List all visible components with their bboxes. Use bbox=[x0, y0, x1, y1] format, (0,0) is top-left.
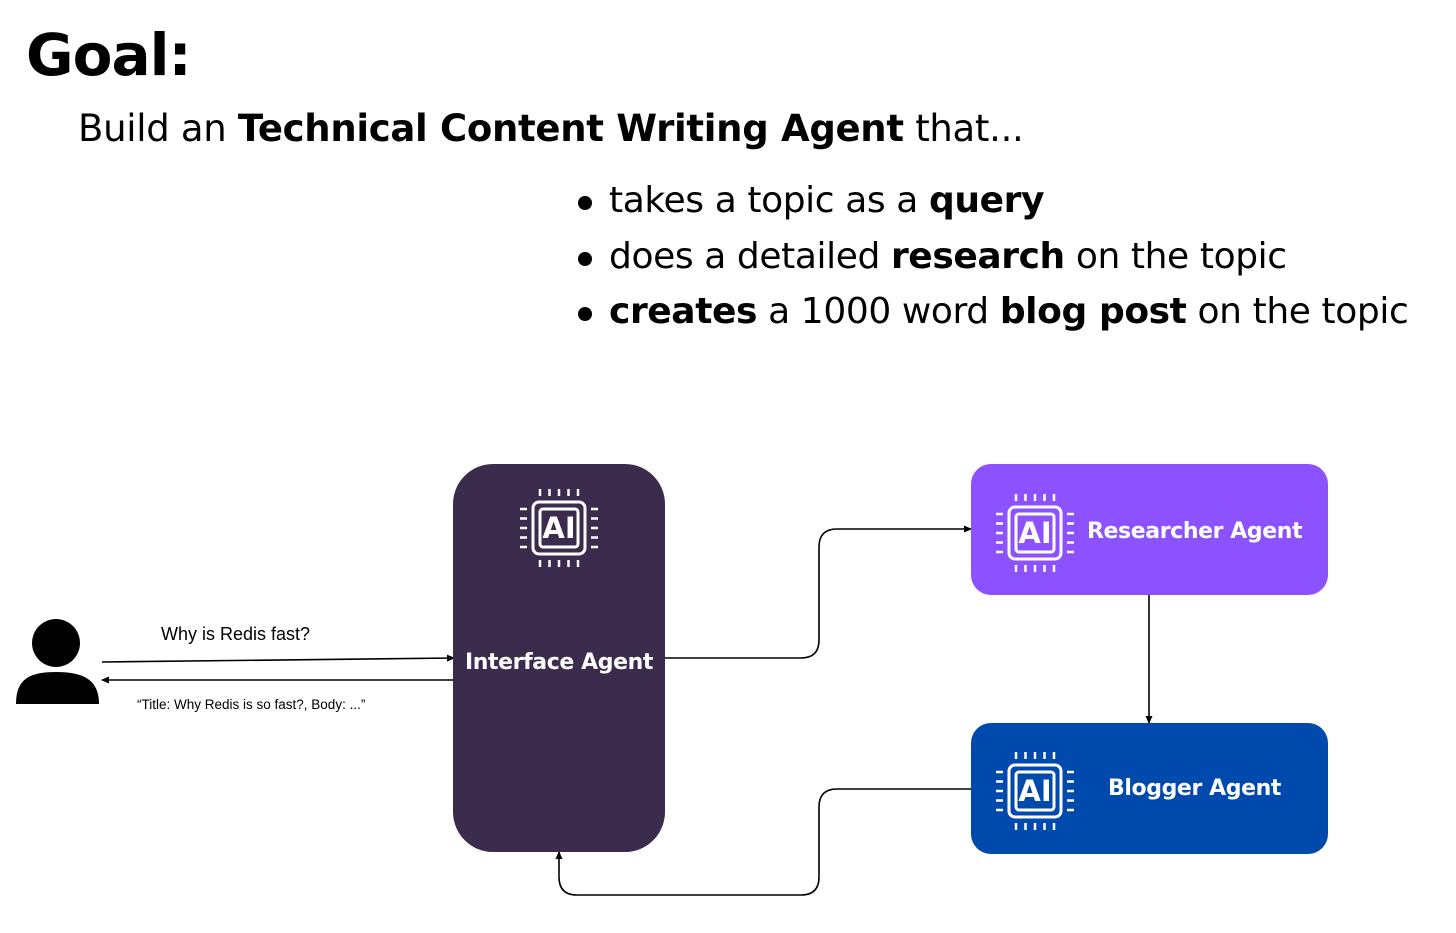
interface-agent-box: AI Interface Agent bbox=[453, 464, 665, 852]
goal-bullet-list: takes a topic as a query does a detailed… bbox=[576, 176, 1409, 343]
goal-statement-suffix: that... bbox=[903, 107, 1024, 150]
researcher-agent-box: AI Researcher Agent bbox=[971, 464, 1328, 595]
bullet-text: a 1000 word bbox=[757, 291, 1000, 332]
goal-title: Goal: bbox=[26, 21, 192, 89]
bullet-item: takes a topic as a query bbox=[576, 176, 1408, 232]
query-label: Why is Redis fast? bbox=[161, 624, 311, 644]
ai-chip-label: AI bbox=[1018, 774, 1052, 808]
bullet-item: does a detailed research on the topic bbox=[576, 232, 1408, 288]
bullet-bold-text: query bbox=[929, 180, 1045, 221]
bullet-text: takes a topic as a bbox=[609, 180, 929, 221]
bullet-text: on the topic bbox=[1186, 291, 1409, 332]
person-icon bbox=[14, 618, 102, 706]
interface-agent-label: Interface Agent bbox=[464, 650, 654, 675]
query-arrow bbox=[101, 654, 455, 663]
blogger-to-interface-arrow bbox=[555, 788, 971, 896]
blogger-agent-box: AI Blogger Agent bbox=[971, 723, 1328, 854]
interface-to-researcher-arrow bbox=[665, 525, 972, 659]
response-label: “Title: Why Redis is so fast?, Body: ...… bbox=[137, 697, 366, 712]
goal-statement-prefix: Build an bbox=[78, 107, 238, 150]
researcher-agent-label: Researcher Agent bbox=[1087, 519, 1303, 544]
ai-chip-label: AI bbox=[1018, 516, 1052, 550]
ai-chip-icon: AI bbox=[516, 485, 602, 571]
goal-statement-bold: Technical Content Writing Agent bbox=[237, 107, 904, 150]
bullet-bold-text: blog post bbox=[999, 291, 1187, 332]
ai-chip-icon: AI bbox=[992, 748, 1078, 834]
blogger-agent-label: Blogger Agent bbox=[1108, 776, 1282, 801]
ai-chip-label: AI bbox=[542, 511, 576, 545]
goal-statement: Build an Technical Content Writing Agent… bbox=[78, 107, 1024, 151]
bullet-text: on the topic bbox=[1064, 235, 1287, 277]
bullet-bold-text: creates bbox=[609, 291, 758, 332]
bullet-text: does a detailed bbox=[609, 235, 891, 277]
ai-chip-icon: AI bbox=[992, 490, 1078, 576]
bullet-bold-text: research bbox=[890, 235, 1065, 277]
bullet-item: creates a 1000 word blog post on the top… bbox=[576, 287, 1409, 343]
